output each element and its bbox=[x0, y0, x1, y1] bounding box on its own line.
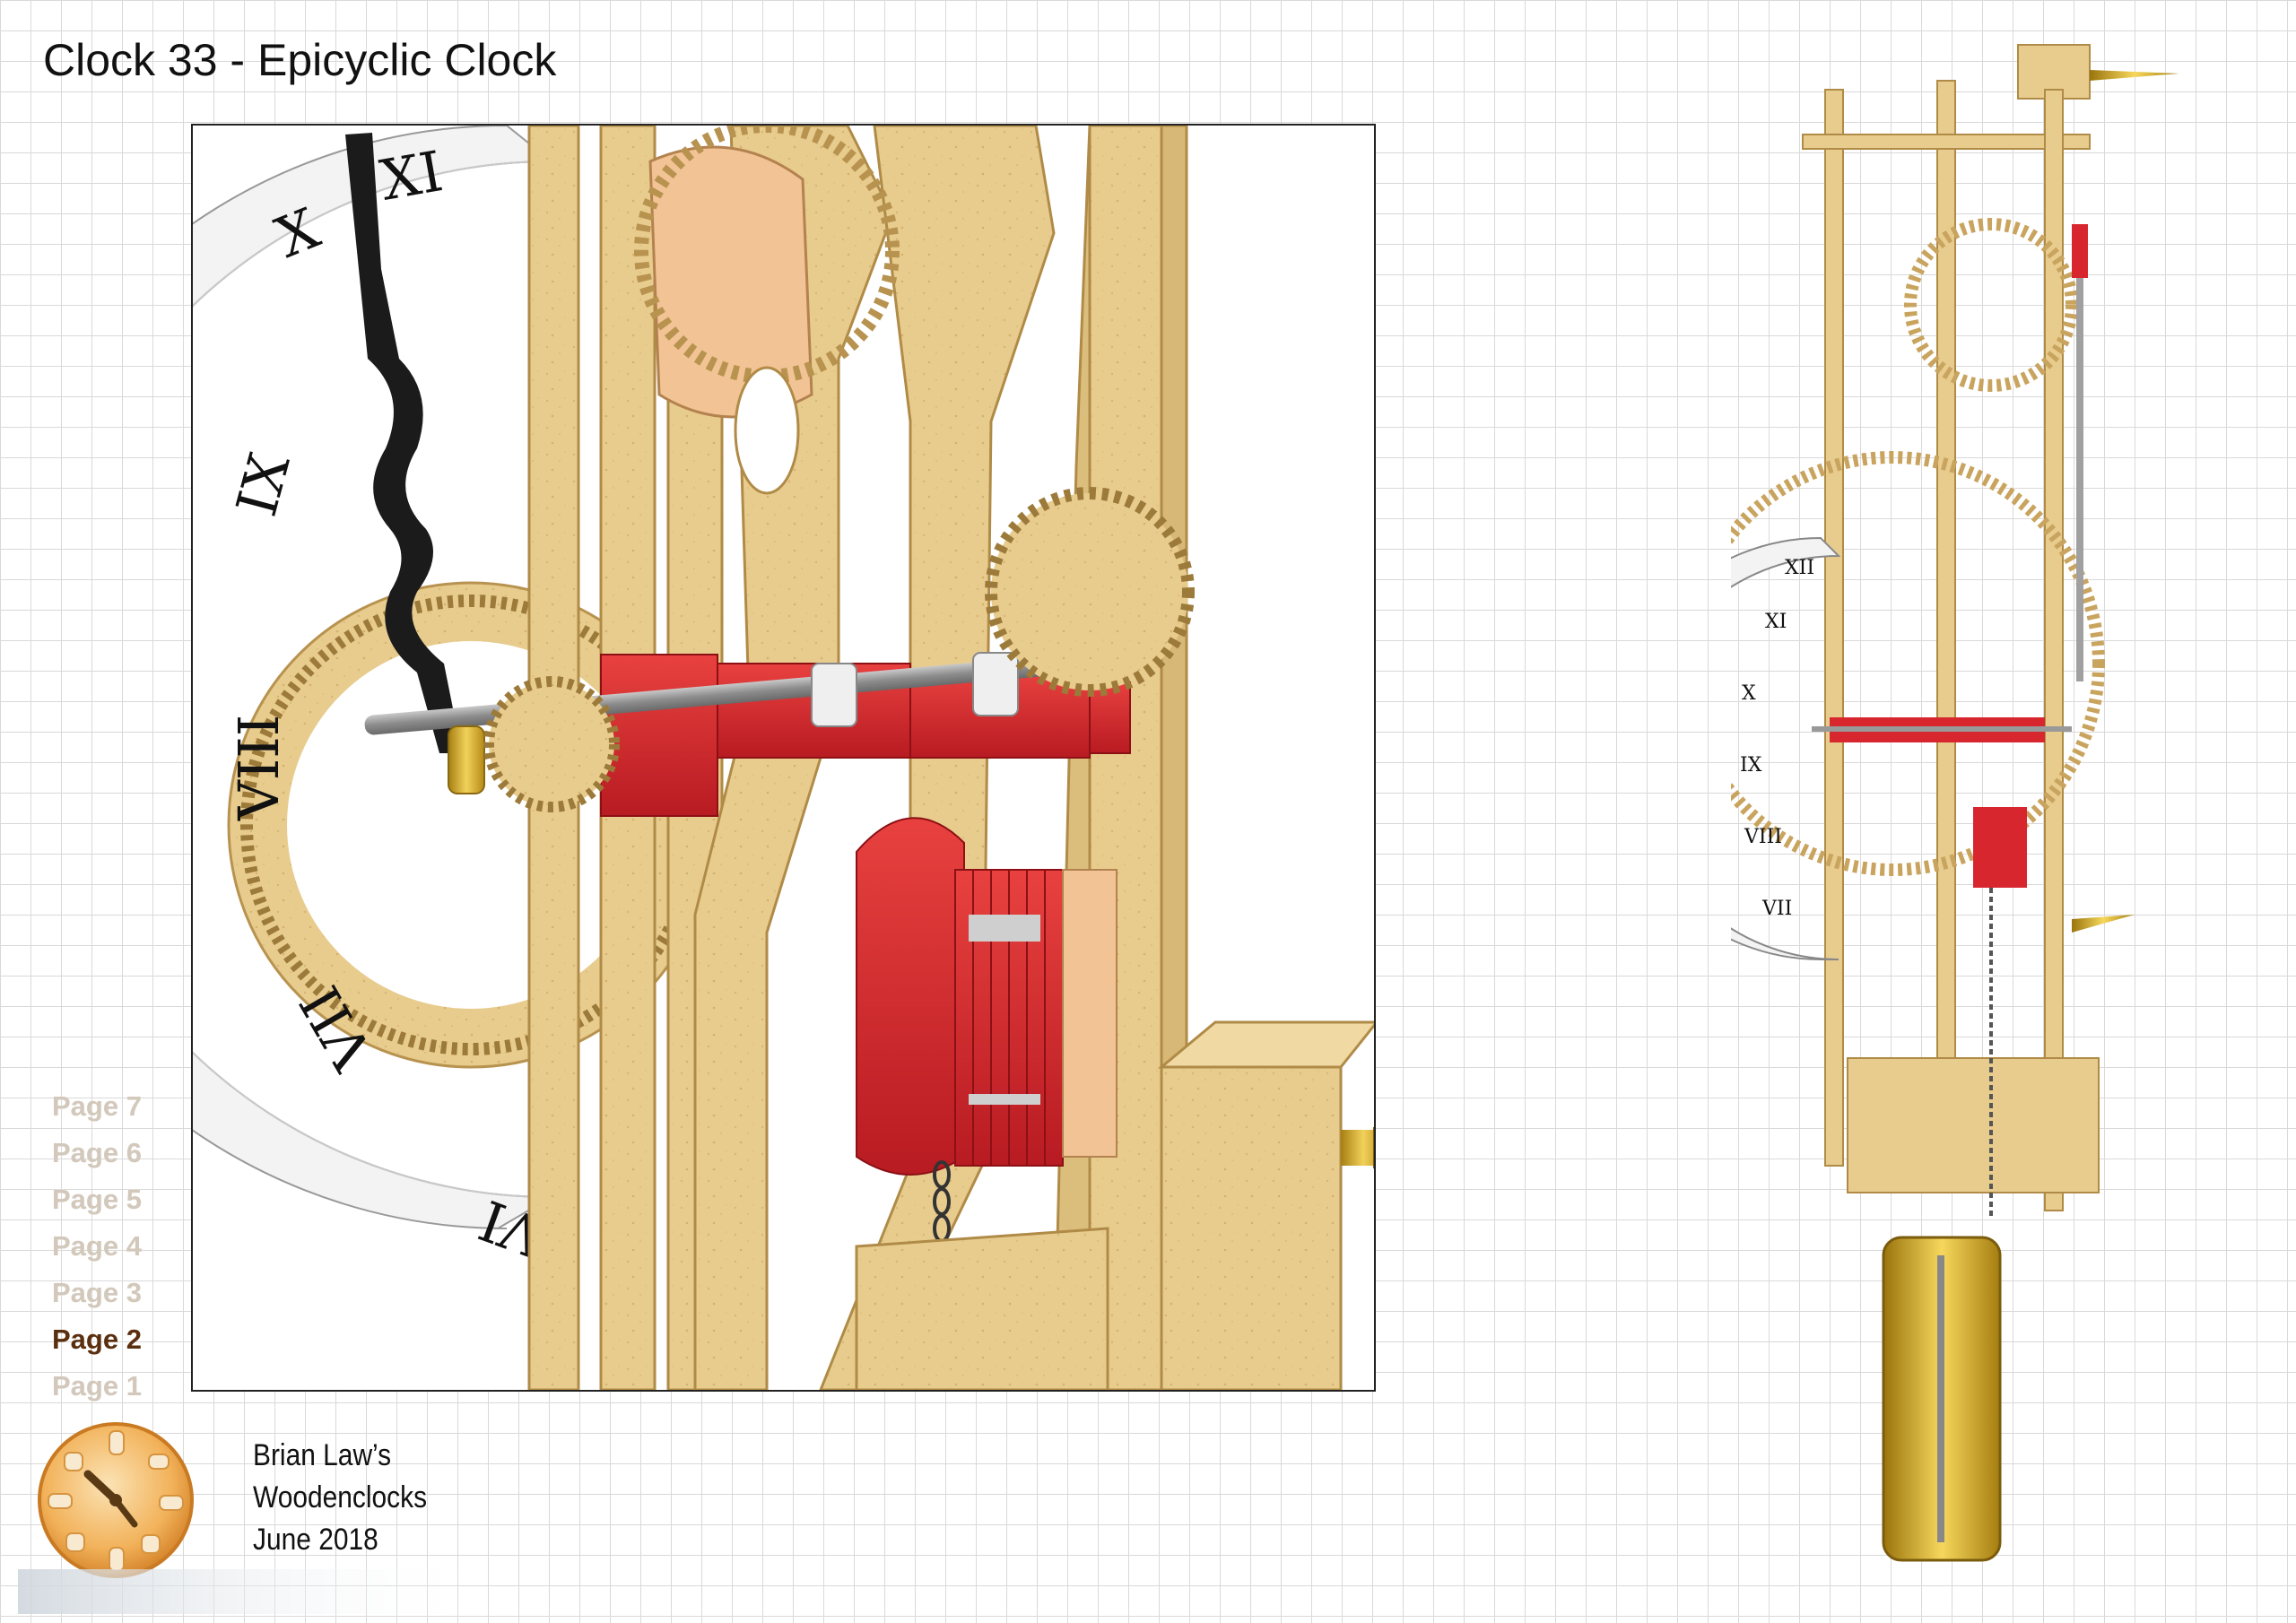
bottom-bracket bbox=[1847, 1057, 2100, 1193]
page-link-5[interactable]: Page 5 bbox=[52, 1184, 142, 1215]
arbor-bushing-2 bbox=[972, 652, 1019, 716]
main-closeup-illustration: XI X IX VIII VII VI bbox=[191, 124, 1376, 1392]
full-clock-drawing: XII XI X IX VIII VII bbox=[1731, 44, 2179, 1562]
logo-reflection bbox=[18, 1560, 484, 1614]
page-link-2[interactable]: Page 2 bbox=[52, 1324, 142, 1355]
lower-bridge-plate bbox=[855, 1227, 1109, 1390]
top-screw bbox=[2090, 70, 2179, 81]
page-link-6[interactable]: Page 6 bbox=[52, 1137, 142, 1168]
upper-wooden-gear bbox=[634, 126, 900, 495]
weight-inner-rod bbox=[1937, 1255, 1944, 1542]
clock-hand bbox=[345, 133, 462, 753]
small-dial-vii: VII bbox=[1761, 898, 1792, 920]
red-rod-holder bbox=[2072, 224, 2088, 278]
main-gear bbox=[1731, 451, 2105, 876]
side-overview-illustration: XII XI X IX VIII VII bbox=[1731, 36, 2197, 1578]
arbor-bushing-1 bbox=[811, 663, 857, 727]
credit-author: Brian Law’s bbox=[253, 1438, 392, 1472]
small-dial-x: X bbox=[1742, 682, 1756, 705]
small-dial-viii: VIII bbox=[1744, 826, 1782, 848]
mechanism-closeup-drawing: XI X IX VIII VII VI bbox=[193, 126, 1374, 1390]
upper-gear bbox=[1904, 218, 2078, 392]
small-dial bbox=[1731, 536, 1841, 960]
small-arbor bbox=[1812, 726, 2072, 732]
credit-site: Woodenclocks bbox=[253, 1480, 428, 1515]
wall-bracket-block bbox=[1157, 1020, 1374, 1390]
steel-rod bbox=[2076, 278, 2083, 681]
right-wooden-gear bbox=[985, 487, 1195, 697]
page-link-3[interactable]: Page 3 bbox=[52, 1277, 142, 1308]
small-red-drum bbox=[1973, 807, 2027, 888]
brass-pinion bbox=[448, 725, 485, 794]
dial-numeral-viii: VIII bbox=[226, 715, 291, 821]
middle-screw bbox=[2072, 915, 2135, 933]
clock-frame bbox=[1802, 80, 2091, 1211]
small-pinion-gear bbox=[483, 676, 620, 812]
page-title: Clock 33 - Epicyclic Clock bbox=[43, 35, 557, 85]
page-navigation: Page 7 Page 6 Page 5 Page 4 Page 3 Page … bbox=[52, 1083, 196, 1410]
small-dial-xii: XII bbox=[1785, 557, 1814, 579]
page-link-4[interactable]: Page 4 bbox=[52, 1230, 142, 1262]
dial-numeral-xi: XI bbox=[376, 138, 448, 213]
red-winding-drum bbox=[856, 817, 1118, 1176]
page-link-1[interactable]: Page 1 bbox=[52, 1370, 142, 1402]
brass-wall-screw bbox=[1341, 1130, 1374, 1166]
dial-numeral-ix: IX bbox=[223, 447, 302, 523]
clock-dial-ring bbox=[193, 126, 555, 1229]
small-dial-ix: IX bbox=[1740, 754, 1762, 777]
small-dial-xi: XI bbox=[1765, 611, 1787, 633]
author-credit: Brian Law’s Woodenclocks June 2018 bbox=[253, 1435, 427, 1561]
wooden-clock-logo-icon bbox=[34, 1419, 197, 1582]
page-link-7[interactable]: Page 7 bbox=[52, 1090, 142, 1122]
credit-date: June 2018 bbox=[253, 1523, 378, 1557]
